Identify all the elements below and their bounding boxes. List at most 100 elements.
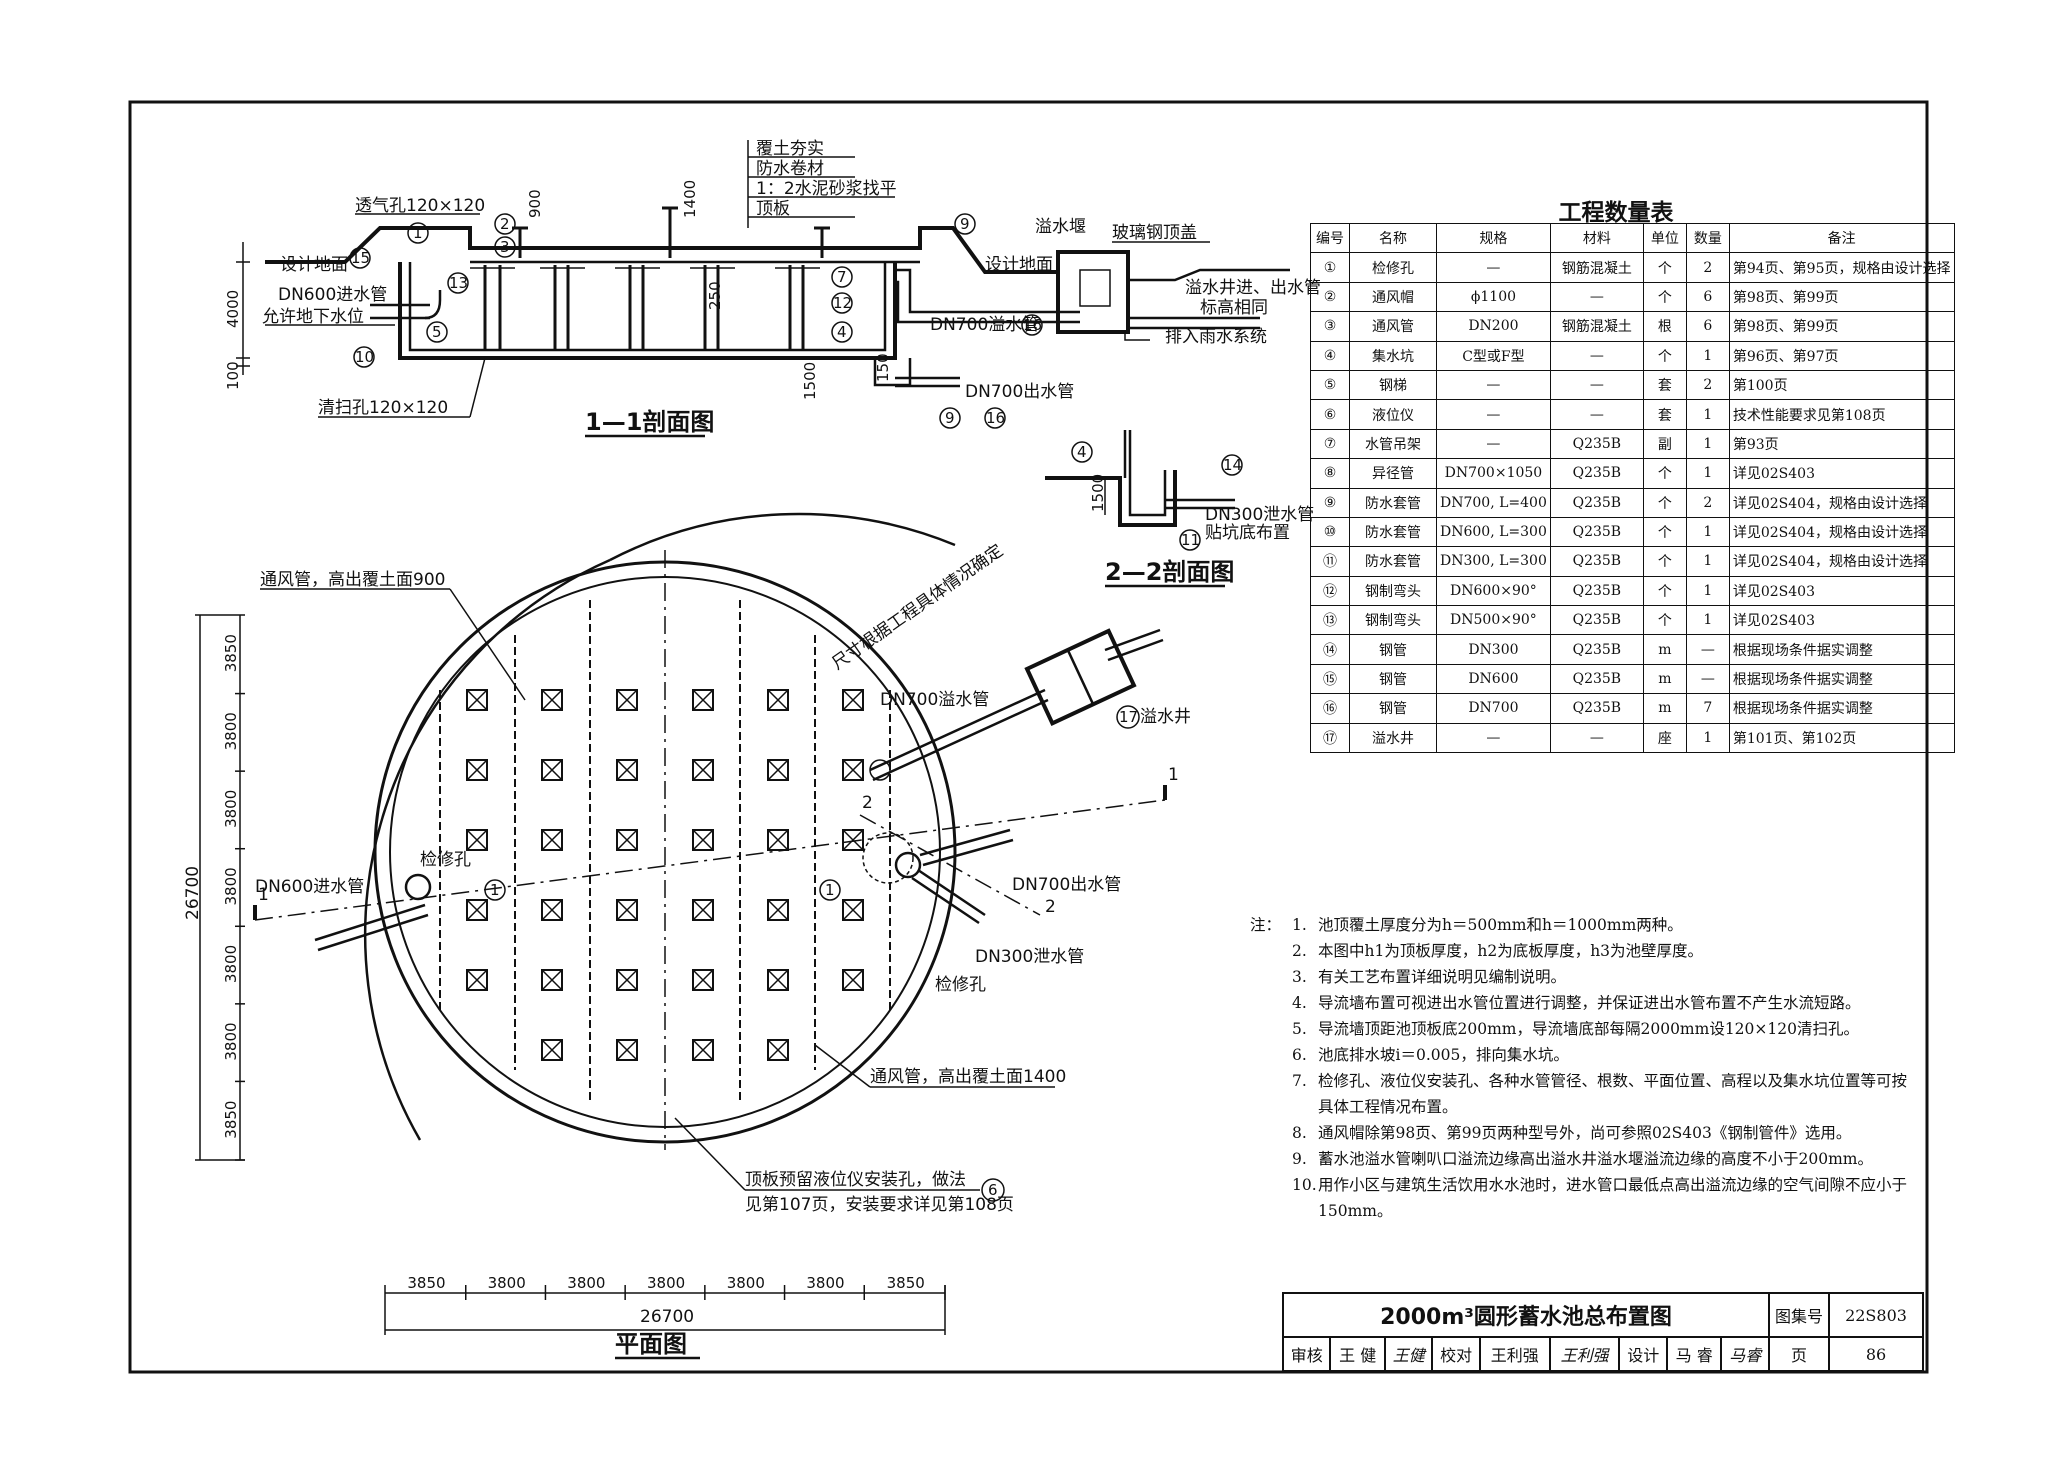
- cell-name: 集水坑: [1349, 340, 1437, 371]
- cell-qty: 1: [1685, 722, 1730, 754]
- cell-spec: ϕ1100: [1436, 281, 1551, 313]
- note-text: 导流墙顶距池顶板底200mm，导流墙底部每隔2000mm设120×120清扫孔。: [1318, 1020, 1859, 1038]
- cell-qty: —: [1685, 634, 1730, 665]
- inlet-pipe: [370, 303, 430, 320]
- note-text: 蓄水池溢水管喇叭口溢流边缘高出溢水井溢水堰溢流边缘的高度不小于200mm。: [1318, 1150, 1873, 1168]
- column-marker: [767, 829, 789, 851]
- svg-text:5: 5: [432, 323, 442, 341]
- overflow-pipe: [895, 268, 1080, 324]
- cell-material: —: [1549, 399, 1644, 430]
- note-item: 7.检修孔、液位仪安装孔、各种水管管径、根数、平面位置、高程以及集水坑位置等可按…: [1292, 1068, 1910, 1120]
- table-header-row: 编号 名称 规格 材料 单位 数量 备注: [1310, 222, 1955, 254]
- cell-name: 水管吊架: [1349, 428, 1437, 460]
- note-number: 10.: [1292, 1176, 1317, 1194]
- cell-spec: DN700×1050: [1436, 458, 1551, 489]
- cell-material: —: [1549, 369, 1644, 401]
- cell-unit: 个: [1642, 487, 1687, 518]
- bottom-dim-value: 3800: [567, 1274, 605, 1292]
- cell-unit: 个: [1642, 458, 1687, 489]
- cell-qty: —: [1685, 663, 1730, 695]
- column-grid: [466, 689, 864, 1061]
- column-marker: [692, 829, 714, 851]
- column-marker: [466, 829, 488, 851]
- cell-spec: —: [1436, 722, 1551, 754]
- left-dim-value: 3800: [222, 790, 240, 828]
- designer-signature: 马睿: [1720, 1336, 1770, 1372]
- cell-name: 溢水井: [1349, 722, 1437, 754]
- cell-name: 钢梯: [1349, 369, 1437, 401]
- left-dim-value: 3800: [222, 712, 240, 750]
- cell-material: Q235B: [1549, 487, 1644, 518]
- cell-unit: 个: [1642, 340, 1687, 371]
- col-header-name: 名称: [1349, 222, 1437, 254]
- cut-mark-2-bottom: 2: [1045, 897, 1056, 917]
- column-marker: [767, 1039, 789, 1061]
- column-marker: [842, 689, 864, 711]
- note-item: 6.池底排水坡i＝0.005，排向集水坑。: [1292, 1042, 1910, 1068]
- cell-unit: m: [1642, 634, 1687, 665]
- cell-material: Q235B: [1549, 634, 1644, 665]
- frp-cover-label: 玻璃钢顶盖: [1112, 223, 1197, 243]
- access-hole-left: [404, 873, 432, 901]
- bottom-dim-value: 3850: [887, 1274, 925, 1292]
- note-item: 4.导流墙布置可视进出水管位置进行调整，并保证进出水管布置不产生水流短路。: [1292, 990, 1910, 1016]
- svg-text:12: 12: [833, 294, 852, 312]
- note-number: 1.: [1292, 916, 1307, 934]
- cell-unit: 个: [1642, 575, 1687, 607]
- section-1-1-markers: 1 2 3 4 5 7 9 10 12 13 15 16 9 16: [349, 213, 1043, 429]
- design-label: 设计: [1618, 1336, 1668, 1372]
- roof-layer-1: 覆土夯实: [756, 139, 824, 159]
- note-text: 池底排水坡i＝0.005，排向集水坑。: [1318, 1046, 1569, 1064]
- cell-spec: DN600, L=300: [1436, 516, 1551, 548]
- marker-2-2-11: 11: [1181, 531, 1200, 549]
- cell-spec: DN600×90°: [1436, 575, 1551, 607]
- column-marker: [541, 689, 563, 711]
- access-hole-left-label: 检修孔: [420, 850, 471, 870]
- section-1-1-title: 1—1剖面图: [585, 408, 714, 436]
- column-marker: [616, 689, 638, 711]
- cell-remark: 第98页、第99页: [1728, 281, 1955, 313]
- cell-no: ③: [1310, 311, 1350, 342]
- column-marker: [692, 969, 714, 991]
- cell-material: Q235B: [1549, 428, 1644, 460]
- cell-no: ⑯: [1310, 693, 1350, 724]
- bottom-dim-value: 3800: [647, 1274, 685, 1292]
- atlas-label: 图集号: [1768, 1292, 1830, 1338]
- outlet-pipe-label: DN700出水管: [965, 382, 1074, 402]
- column-marker: [842, 759, 864, 781]
- designer: 马 睿: [1665, 1336, 1723, 1372]
- inlet-pipe-label: DN600进水管: [278, 285, 387, 305]
- svg-text:7: 7: [837, 268, 847, 286]
- cell-material: —: [1549, 722, 1644, 754]
- cell-material: 钢筋混凝土: [1549, 311, 1644, 342]
- cell-material: —: [1549, 340, 1644, 371]
- inlet-pipe-plan-label: DN600进水管: [255, 877, 364, 897]
- column-marker: [842, 899, 864, 921]
- review-label: 审核: [1281, 1336, 1332, 1372]
- cell-material: Q235B: [1549, 605, 1644, 636]
- svg-text:4: 4: [837, 323, 847, 341]
- cut-mark-2-top: 2: [862, 793, 873, 813]
- section-2-2-title: 2—2剖面图: [1105, 558, 1234, 586]
- cell-material: Q235B: [1549, 693, 1644, 724]
- cell-unit: 副: [1642, 428, 1687, 460]
- gauge-note-1: 顶板预留液位仪安装孔，做法: [745, 1170, 966, 1190]
- elevation-note: 标高相同: [1200, 298, 1268, 318]
- bottom-dim-value: 3800: [806, 1274, 844, 1292]
- to-storm-label: 排入雨水系统: [1165, 327, 1267, 347]
- cell-spec: DN700, L=400: [1436, 487, 1551, 518]
- cell-spec: DN600: [1436, 663, 1551, 695]
- cell-spec: —: [1436, 252, 1551, 283]
- overflow-pipe-plan-label: DN700溢水管: [880, 690, 989, 710]
- overflow-outlet-note: 溢水井进、出水管: [1185, 278, 1321, 298]
- reviewer-signature: 王健: [1383, 1336, 1434, 1372]
- bottom-total-dim: 26700: [640, 1307, 694, 1327]
